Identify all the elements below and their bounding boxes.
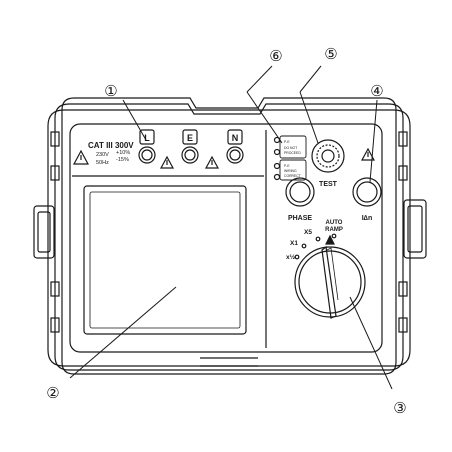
- callout-2: ②: [46, 384, 59, 402]
- callout-6: ⑥: [269, 47, 282, 65]
- warning-triangle-icon: [72, 149, 90, 165]
- callout-1: ①: [104, 82, 117, 100]
- svg-text:E: E: [187, 133, 193, 143]
- idn-label: I∆n: [362, 215, 373, 222]
- led-text: CORRECT: [284, 174, 301, 178]
- holster: [33, 97, 427, 375]
- range-dot: [331, 233, 337, 239]
- terminal-e[interactable]: E: [181, 129, 199, 164]
- range-ramp: RAMP: [325, 227, 343, 233]
- range-auto: AUTO: [326, 220, 343, 226]
- led-pe-fault-2: [273, 148, 281, 156]
- phase-label: PHASE: [288, 215, 312, 222]
- led-text: DO NOT: [284, 146, 297, 150]
- led-text: WIRING: [284, 169, 297, 173]
- test-button[interactable]: [311, 139, 345, 173]
- callout-labels: ① ② ③ ④ ⑤ ⑥: [46, 45, 406, 417]
- range-dot: [294, 254, 300, 260]
- range-x1: X1: [290, 240, 298, 247]
- range-dot: [315, 236, 321, 242]
- led-text: PROCEED: [284, 151, 301, 155]
- cat-rating: CAT III 300V: [88, 141, 134, 150]
- tolerance-plus: +10%: [116, 150, 130, 156]
- terminal-l[interactable]: L: [138, 129, 156, 164]
- callout-4: ④: [370, 82, 383, 100]
- rated-frequency: 50Hz: [96, 160, 109, 166]
- idn-button[interactable]: [352, 177, 382, 207]
- terminal-n[interactable]: N: [226, 129, 244, 164]
- led-text: P-E: [284, 164, 290, 168]
- test-label: TEST: [319, 181, 338, 188]
- led-wiring-correct: [273, 162, 281, 170]
- callout-3: ③: [393, 399, 406, 417]
- tolerance-minus: -15%: [116, 157, 129, 163]
- svg-text:L: L: [144, 133, 150, 143]
- terminal-area: CAT III 300V 230V 50Hz +10% -15% L E: [72, 129, 244, 169]
- leader-lines: [69, 65, 393, 390]
- callout-5: ⑤: [324, 45, 337, 63]
- phase-button[interactable]: [285, 177, 315, 207]
- range-x-half: x½: [286, 253, 296, 261]
- warning-triangle-icon: [159, 155, 175, 169]
- rotary-selector-knob[interactable]: [294, 234, 366, 319]
- lcd-display: [83, 185, 247, 335]
- warning-triangle-icon: [360, 147, 376, 161]
- warning-triangle-icon: [204, 155, 220, 169]
- led-indicators: P-E DO NOT PROCEED P-E WIRING CORRECT: [273, 135, 307, 181]
- rated-voltage: 230V: [96, 152, 109, 158]
- range-dot: [301, 243, 307, 249]
- svg-text:N: N: [232, 133, 239, 143]
- led-wiring-correct-2: [273, 173, 281, 181]
- led-text: P-E: [284, 140, 290, 144]
- range-x5: X5: [304, 229, 312, 236]
- front-panel: [69, 123, 383, 353]
